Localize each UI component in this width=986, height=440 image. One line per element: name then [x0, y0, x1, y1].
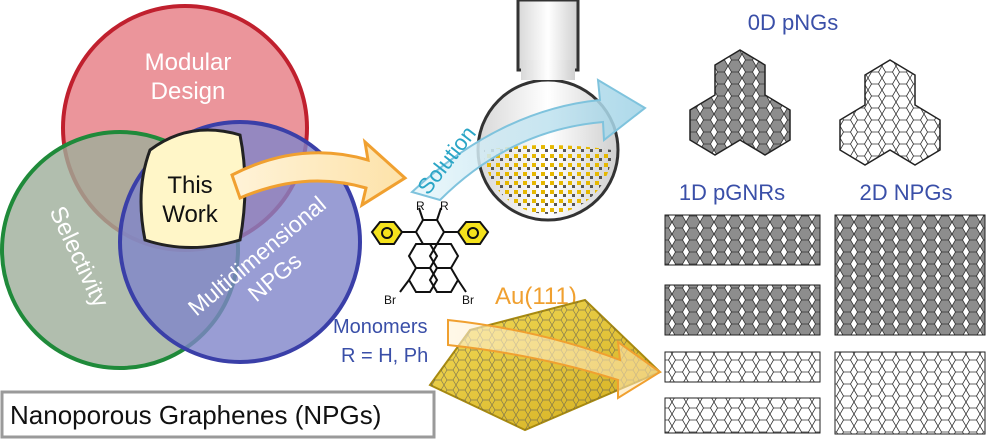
label-1d-pgnrs: 1D pGNRs: [679, 180, 785, 205]
molecule-0d-light: [839, 59, 941, 166]
r-group-label: R = H, Ph: [341, 345, 428, 367]
monomer-structure: [370, 207, 490, 293]
monomer-r-left: R: [416, 199, 425, 213]
venn-center-region: [139, 128, 247, 249]
teal-arrow-solution: [410, 78, 647, 202]
orange-arrow-venn-to-monomer: [230, 138, 408, 209]
monomer-br-right: Br: [462, 293, 474, 307]
network-2d-array: [834, 214, 986, 435]
label-0d-pngs: 0D pNGs: [748, 10, 838, 35]
ribbon-1d-array: [664, 214, 821, 434]
monomer-br-left: Br: [384, 293, 396, 307]
molecule-0d-dark: [689, 49, 791, 156]
title-box: [0, 390, 436, 439]
figure-title: Nanoporous Graphenes (NPGs): [10, 400, 381, 430]
monomers-label: Monomers: [333, 316, 427, 338]
au111-surface: [428, 298, 662, 432]
label-2d-npgs: 2D NPGs: [860, 180, 953, 205]
monomer-r-right: R: [440, 199, 449, 213]
